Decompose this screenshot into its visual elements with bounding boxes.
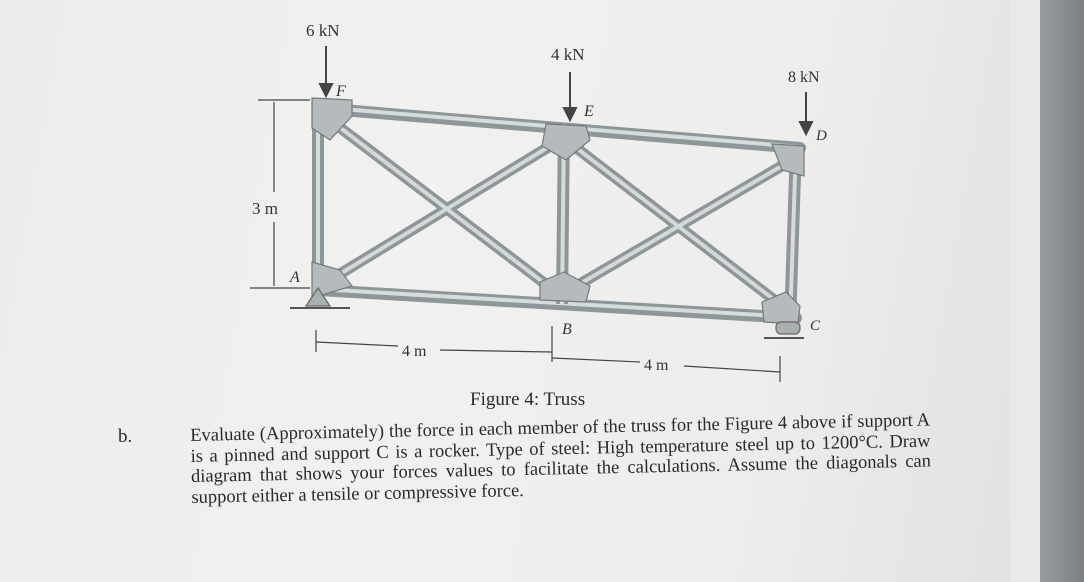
span-dimension <box>315 326 781 382</box>
load-label-f: 6 kN <box>306 21 340 40</box>
question-label: b. <box>118 426 133 447</box>
node-label-b: B <box>562 321 572 338</box>
node-label-e: E <box>583 103 594 120</box>
node-label-f: F <box>335 83 346 100</box>
load-arrow-f <box>318 46 334 99</box>
truss-figure: 3 m <box>250 21 827 382</box>
height-dimension <box>250 99 310 289</box>
figure-caption: Figure 4: Truss <box>470 389 586 410</box>
node-label-d: D <box>815 128 827 144</box>
span-right-label: 4 m <box>644 357 669 374</box>
node-label-c: C <box>810 318 821 334</box>
height-dimension-label: 3 m <box>252 199 278 218</box>
load-label-d: 8 kN <box>788 69 820 86</box>
load-label-e: 4 kN <box>551 45 585 64</box>
diagonal-highlights <box>328 118 794 314</box>
span-left-label: 4 m <box>402 343 427 360</box>
node-label-a: A <box>289 269 300 286</box>
support-a <box>304 286 332 307</box>
background-edge <box>1040 0 1084 582</box>
support-c <box>775 321 801 335</box>
question-text: Evaluate (Approximately) the force in ea… <box>190 410 932 508</box>
paper-page <box>0 0 1010 582</box>
gusset-plates <box>311 97 805 325</box>
load-arrow-d <box>798 92 814 137</box>
load-arrow-e <box>562 72 578 123</box>
